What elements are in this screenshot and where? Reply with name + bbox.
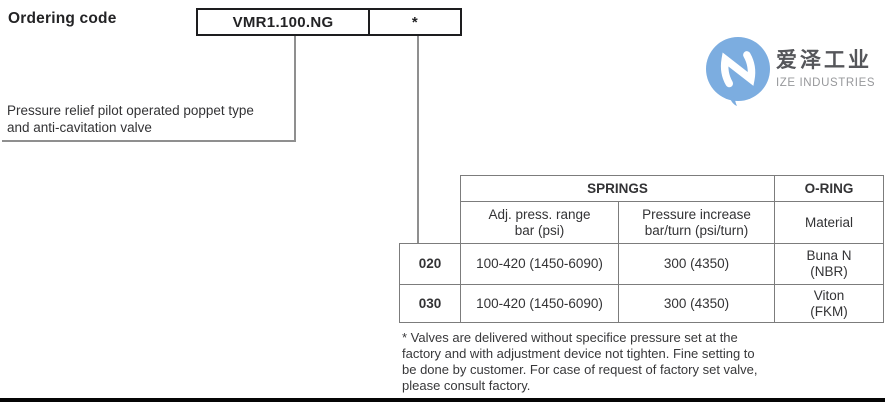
page-title: Ordering code [8,10,117,27]
group-header-oring: O-RING [774,175,884,202]
company-logo: 爱泽工业 IZE INDUSTRIES [705,36,875,106]
group-header-springs: SPRINGS [460,175,775,202]
row-code: 030 [399,284,461,323]
logo-mark-icon [706,37,770,106]
col-header-pressure-increase: Pressure increase bar/turn (psi/turn) [618,201,775,244]
table-row: 030 100-420 (1450-6090) 300 (4350) Viton… [399,284,884,323]
cell-adj-press-range: 100-420 (1450-6090) [460,243,619,285]
col-header-adj-press-range: Adj. press. range bar (psi) [460,201,619,244]
cell-oring-material: Viton (FKM) [774,284,884,323]
table-row: 020 100-420 (1450-6090) 300 (4350) Buna … [399,243,884,285]
ordering-code-boxes: VMR1.100.NG * [196,8,462,36]
logo-name-cn: 爱泽工业 [776,49,872,72]
variant-connector-line [417,36,419,243]
model-connector-line [294,36,296,142]
cell-adj-press-range: 100-420 (1450-6090) [460,284,619,323]
model-code: VMR1.100.NG [232,13,334,31]
row-code: 020 [399,243,461,285]
model-code-box: VMR1.100.NG [196,8,370,36]
variant-code: * [411,13,419,31]
col-header-material: Material [774,201,884,244]
variant-code-box: * [370,8,462,36]
spacer-cell [400,202,461,244]
footnote: * Valves are delivered without specifice… [402,330,758,393]
cell-pressure-increase: 300 (4350) [618,243,775,285]
spacer-cell [400,176,461,202]
spec-table: SPRINGS O-RING Adj. press. range bar (ps… [399,175,884,323]
valve-description: Pressure relief pilot operated poppet ty… [7,103,254,135]
cell-oring-material: Buna N (NBR) [774,243,884,285]
cell-pressure-increase: 300 (4350) [618,284,775,323]
bottom-rule [0,398,885,402]
logo-name-en: IZE INDUSTRIES [776,77,876,89]
description-underline [2,140,296,142]
logo-text: 爱泽工业 IZE INDUSTRIES [776,36,875,89]
